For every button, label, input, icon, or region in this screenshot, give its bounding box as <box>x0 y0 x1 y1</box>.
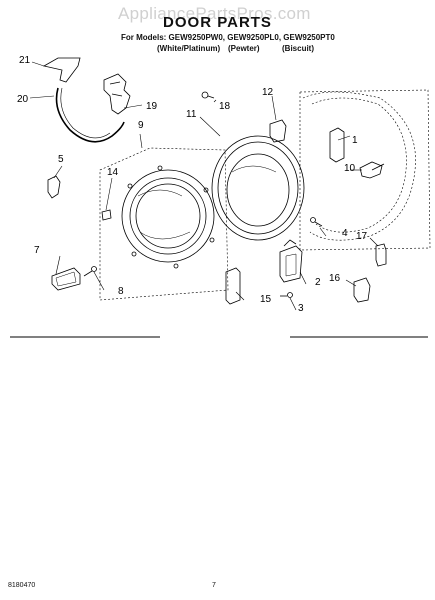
part-21-hinge-bracket <box>103 73 131 115</box>
part-2-latch-assembly <box>279 239 303 283</box>
part-16-bracket <box>353 277 371 303</box>
part-18-screw <box>201 91 215 99</box>
finish-biscuit: (Biscuit) <box>282 44 314 53</box>
callout-11: 10 <box>344 163 356 174</box>
part-7-door-handle <box>51 267 81 291</box>
callout-19: 20 <box>17 94 29 105</box>
callout-9: 9 <box>138 120 144 131</box>
part-11-screw-assembly <box>359 161 385 179</box>
callout-5: 5 <box>58 154 64 165</box>
page-number: 7 <box>212 582 216 589</box>
part-5-latch <box>47 175 61 199</box>
part-9-inner-door-assembly <box>99 147 229 301</box>
finish-pewter: (Pewter) <box>228 44 260 53</box>
callout-14: 14 <box>107 167 119 178</box>
model-list: For Models: GEW9250PW0, GEW9250PL0, GEW9… <box>121 33 335 42</box>
finish-white-platinum: (White/Platinum) <box>157 44 221 53</box>
part-17-hinge-pin <box>375 243 387 267</box>
part-8-screw <box>83 266 97 277</box>
callout-16: 16 <box>329 273 341 284</box>
callout-20: 21 <box>19 55 31 66</box>
callout-4: 4 <box>342 228 348 239</box>
callout-15: 15 <box>260 294 272 305</box>
part-19-gasket-ring <box>55 87 125 143</box>
part-20-hinge-cover <box>42 57 81 83</box>
callout-12: 12 <box>262 87 274 98</box>
page-title: DOOR PARTS <box>163 14 272 31</box>
part-12-hinge-clip <box>269 119 287 143</box>
callout-10: 11 <box>186 109 197 120</box>
callout-3: 3 <box>298 303 304 314</box>
document-number: 8180470 <box>8 582 36 589</box>
callout-7: 7 <box>34 245 40 256</box>
callout-2: 2 <box>315 277 321 288</box>
callout-8: 8 <box>118 286 124 297</box>
part-14-door-catch <box>101 209 112 221</box>
part-15-hinge-plate <box>225 267 241 305</box>
callout-1: 1 <box>352 135 358 146</box>
watermark: AppliancePartsPros.com <box>118 4 311 23</box>
part-1-hinge <box>329 127 345 163</box>
cabinet-front-panel <box>299 89 431 251</box>
part-4-screw <box>310 217 323 227</box>
callout-leader-lines <box>29 61 379 311</box>
callout-17: 17 <box>356 231 368 242</box>
part-10-outer-door-ring <box>211 135 305 241</box>
callout-18: 18 <box>219 101 231 112</box>
part-3-screw <box>280 292 293 298</box>
callout-21: 19 <box>146 101 158 112</box>
